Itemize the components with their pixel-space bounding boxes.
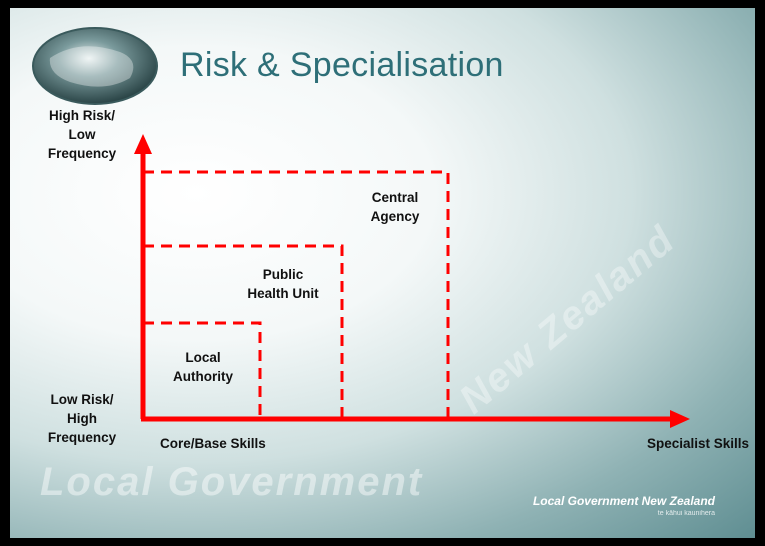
x-axis-right-label: Specialist Skills bbox=[646, 436, 749, 451]
footer-brand: Local Government New Zealand te kāhui ka… bbox=[533, 494, 715, 517]
region-central-agency-box bbox=[143, 170, 450, 418]
slide-title: Risk & Specialisation bbox=[180, 46, 504, 84]
y-axis-arrowhead bbox=[134, 134, 152, 154]
region-label-local-authority: Local Authority bbox=[173, 350, 233, 384]
globe-logo-icon bbox=[32, 27, 158, 105]
region-public-health-unit-box bbox=[143, 244, 344, 418]
x-axis-left-label: Core/Base Skills bbox=[160, 436, 266, 451]
diagram-canvas bbox=[32, 27, 690, 428]
region-label-central-agency: Central Agency bbox=[370, 190, 420, 224]
region-local-authority-box bbox=[143, 321, 262, 418]
y-axis-top-label: High Risk/ Low Frequency bbox=[47, 108, 117, 161]
x-axis-arrowhead bbox=[670, 410, 690, 428]
footer-brand-name: Local Government New Zealand bbox=[532, 494, 715, 508]
region-label-public-health-unit: Public Health Unit bbox=[247, 267, 319, 301]
y-axis-bottom-label: Low Risk/ High Frequency bbox=[47, 392, 117, 445]
footer-tagline: te kāhui kaunihera bbox=[657, 510, 715, 517]
watermark-text: Local Government bbox=[40, 460, 424, 504]
slide: Risk & Specialisation Local Government N… bbox=[10, 8, 755, 538]
